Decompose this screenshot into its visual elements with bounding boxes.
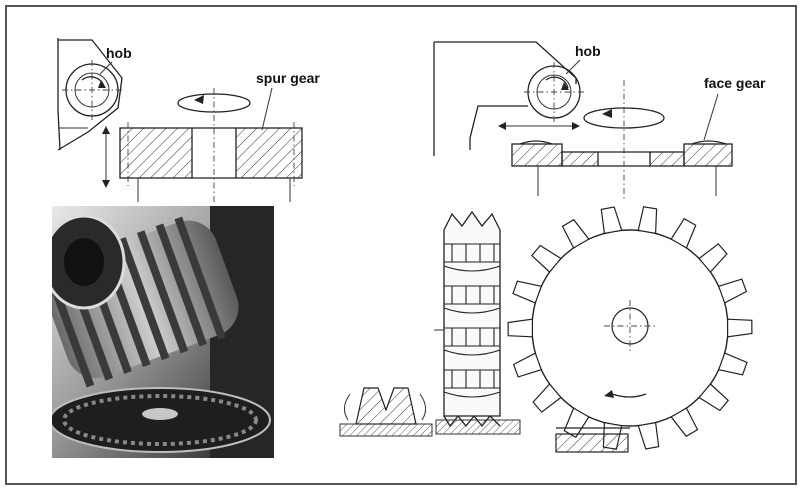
- tooth-detail-base: [339, 423, 433, 437]
- spur-gear-label: spur gear: [256, 70, 320, 86]
- face-gear-label: face gear: [704, 75, 766, 91]
- face-gear-web-left: [561, 151, 599, 167]
- face-gear-hobbing-schematic: hob face gear: [433, 41, 766, 200]
- left-hob-label: hob: [106, 45, 132, 61]
- tooth-detail-chip-right: [419, 393, 426, 421]
- large-gear-rotation-arrowhead: [604, 390, 614, 398]
- hob-holder-outline: [57, 39, 123, 151]
- large-gear-tooth: [637, 206, 658, 235]
- photo-workpiece-teeth: [62, 394, 258, 446]
- large-gear-tooth: [563, 407, 590, 439]
- large-gear-tooth: [717, 352, 748, 376]
- face-gear-web-right: [649, 151, 685, 167]
- right-hob-leader-line: [565, 59, 581, 75]
- radial-feed-arrow-right: [572, 122, 580, 130]
- feed-arrow-up-head: [102, 126, 110, 134]
- face-gear-rotation-arrowhead: [602, 109, 612, 118]
- spur-gear-hobbing-schematic: hob spur gear: [57, 38, 320, 205]
- hob-side-base: [435, 419, 521, 435]
- large-gear-tooth: [507, 318, 534, 338]
- spur-gear-leader-line: [261, 87, 273, 131]
- large-gear-hub: [611, 307, 649, 345]
- large-gear-rack-base: [555, 433, 629, 453]
- spur-gear-rotation-arrowhead: [194, 95, 204, 104]
- large-gear-tooth: [726, 318, 753, 338]
- face-hob-holder-top: [434, 41, 577, 84]
- face-gear-section-right: [683, 143, 733, 167]
- spur-gear-section-right: [235, 127, 303, 179]
- hob-side-bottom-teeth: [443, 414, 501, 428]
- large-gear-tooth: [717, 278, 748, 304]
- photo-workpiece-gear: [52, 387, 271, 453]
- face-gear-teeth-left: [519, 140, 553, 145]
- large-gear-drawing: [507, 206, 753, 453]
- face-gear-leader-line: [703, 93, 719, 141]
- hob-side-body: [443, 210, 501, 417]
- right-hob-rotation-arrow: [545, 76, 569, 89]
- tooth-detail-chip-left: [344, 393, 351, 421]
- right-hob-label: hob: [575, 43, 601, 59]
- tooth-detail-profile: [355, 387, 417, 425]
- large-gear-tooth: [530, 244, 562, 273]
- large-gear-tooth: [600, 206, 623, 235]
- large-gear-tooth: [532, 383, 562, 413]
- face-hob-holder-step: [469, 105, 528, 139]
- spur-gear-rotation-ellipse: [177, 93, 251, 113]
- hob-holder-left-edge: [57, 38, 61, 151]
- hob-side-view: [434, 210, 521, 435]
- left-hob-rotation-arrowhead: [98, 80, 106, 88]
- radial-feed-arrow-left: [498, 122, 506, 130]
- large-gear-tooth: [512, 352, 543, 378]
- large-gear-tooth: [512, 280, 543, 304]
- left-hob-bore: [74, 72, 110, 108]
- face-gear-teeth-right: [691, 140, 727, 145]
- right-hob-rotation-arrowhead: [561, 82, 569, 90]
- photo-workpiece-hub: [142, 408, 178, 420]
- right-hob-bore: [536, 74, 572, 110]
- large-gear-rotation-arrow: [611, 393, 647, 398]
- large-gear-tooth: [670, 407, 699, 438]
- feed-arrow-down-head: [102, 180, 110, 188]
- large-gear-tooth: [698, 243, 728, 273]
- photo-hob-bore: [64, 238, 104, 286]
- large-gear-tooth: [698, 383, 730, 412]
- large-gear-teeth: [507, 206, 753, 450]
- large-gear-tooth: [670, 217, 697, 249]
- left-hob-leader-line: [99, 61, 113, 75]
- hobbing-machine-photo: [52, 206, 274, 458]
- large-gear-tooth: [561, 218, 590, 249]
- tooth-cut-detail: [339, 387, 433, 437]
- face-gear-section-left: [511, 143, 563, 167]
- large-gear-tooth: [637, 421, 660, 450]
- spur-gear-section-left: [119, 127, 193, 179]
